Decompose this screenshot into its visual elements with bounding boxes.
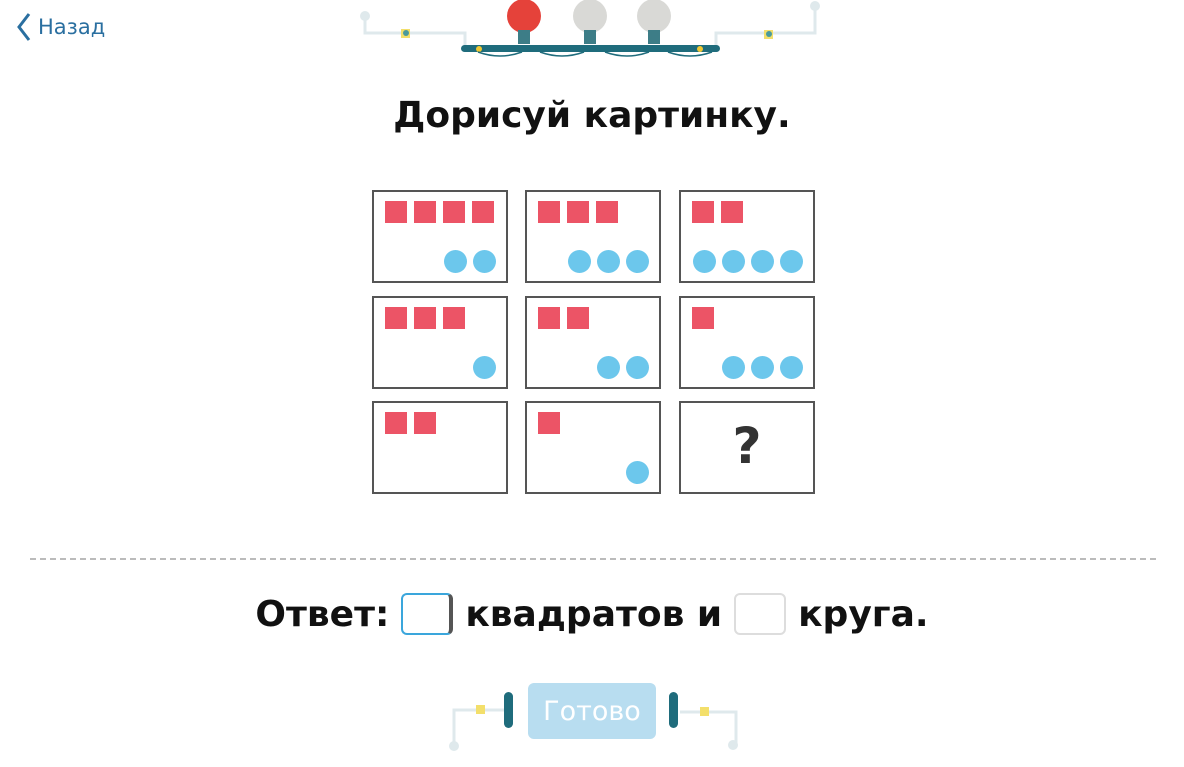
- circle-shape: [722, 356, 745, 379]
- square-shape: [414, 412, 436, 434]
- square-shape: [538, 307, 560, 329]
- circle-shape: [693, 250, 716, 273]
- circle-shape: [626, 356, 649, 379]
- picture-card: [679, 190, 815, 283]
- circles-input[interactable]: [734, 593, 787, 635]
- picture-card: [372, 190, 508, 283]
- square-shape: [443, 201, 465, 223]
- picture-card: [372, 296, 508, 389]
- lamp-unlit-icon: [637, 0, 671, 44]
- divider: [30, 558, 1156, 560]
- picture-card: [525, 190, 661, 283]
- square-shape: [414, 201, 436, 223]
- picture-card: ?: [679, 401, 815, 494]
- back-label: Назад: [38, 15, 106, 39]
- circle-shape: [626, 461, 649, 484]
- circle-shape: [626, 250, 649, 273]
- circle-shape: [473, 356, 496, 379]
- square-shape: [414, 307, 436, 329]
- answer-row: Ответ: квадратов и круга.: [0, 593, 1184, 635]
- square-shape: [443, 307, 465, 329]
- circle-shape: [597, 250, 620, 273]
- circle-shape: [722, 250, 745, 273]
- chevron-left-icon: [17, 13, 31, 41]
- picture-card: [525, 296, 661, 389]
- circle-shape: [568, 250, 591, 273]
- square-shape: [721, 201, 743, 223]
- button-decoration: [449, 692, 738, 751]
- circle-shape: [444, 250, 467, 273]
- progress-lamps: [360, 0, 820, 57]
- square-shape: [538, 201, 560, 223]
- square-shape: [567, 201, 589, 223]
- picture-card: [372, 401, 508, 494]
- circle-shape: [597, 356, 620, 379]
- task-title: Дорисуй картинку.: [393, 95, 791, 136]
- circle-shape: [473, 250, 496, 273]
- square-shape: [692, 201, 714, 223]
- answer-prefix: Ответ:: [255, 593, 390, 635]
- square-shape: [385, 412, 407, 434]
- square-shape: [567, 307, 589, 329]
- circle-shape: [780, 250, 803, 273]
- lamp-lit-icon: [507, 0, 541, 44]
- answer-middle: квадратов и: [465, 593, 723, 635]
- question-mark: ?: [732, 417, 762, 475]
- square-shape: [385, 201, 407, 223]
- picture-card: [679, 296, 815, 389]
- circle-shape: [751, 356, 774, 379]
- lamp-unlit-icon: [573, 0, 607, 44]
- squares-input[interactable]: [401, 593, 454, 635]
- square-shape: [538, 412, 560, 434]
- submit-button[interactable]: Готово: [528, 683, 656, 739]
- circle-shape: [751, 250, 774, 273]
- picture-card: [525, 401, 661, 494]
- square-shape: [692, 307, 714, 329]
- square-shape: [472, 201, 494, 223]
- square-shape: [596, 201, 618, 223]
- answer-suffix: круга.: [798, 593, 929, 635]
- circle-shape: [780, 356, 803, 379]
- back-button[interactable]: Назад: [16, 12, 105, 42]
- square-shape: [385, 307, 407, 329]
